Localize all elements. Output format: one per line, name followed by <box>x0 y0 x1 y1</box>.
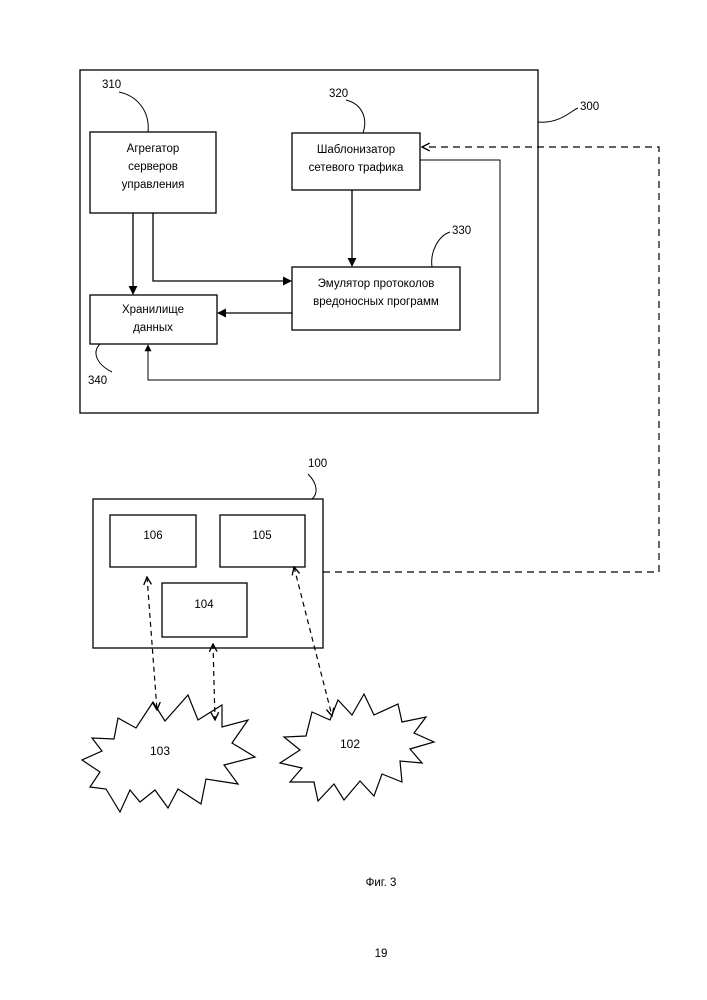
module-104-label: 104 <box>194 599 214 611</box>
device-100-leader <box>308 474 316 499</box>
emulator-line-2: вредоносных программ <box>313 296 439 308</box>
aggregator-ref: 310 <box>102 79 121 91</box>
page-number: 19 <box>375 948 388 960</box>
aggregator-line-3: управления <box>122 179 185 191</box>
dashed-link-104-to-103 <box>213 644 215 720</box>
storage-leader <box>96 344 112 372</box>
arrow-aggregator-to-emulator <box>153 213 291 281</box>
emulator-line-1: Эмулятор протоколов <box>318 278 435 290</box>
system-300-ref: 300 <box>580 101 599 113</box>
storage-line-2: данных <box>133 322 173 334</box>
storage-line-1: Хранилище <box>122 304 184 316</box>
dashed-link-105-to-102 <box>294 567 332 716</box>
aggregator-line-2: серверов <box>128 161 178 173</box>
system-300-frame <box>80 70 538 413</box>
device-100-ref: 100 <box>308 458 327 470</box>
templatizer-line-2: сетевого трафика <box>309 162 404 174</box>
device-100-frame <box>93 499 323 648</box>
templatizer-line-1: Шаблонизатор <box>317 144 395 156</box>
module-106-label: 106 <box>143 530 162 542</box>
arrow-templatizer-to-storage <box>148 160 500 380</box>
network-102-label: 102 <box>340 737 360 751</box>
module-105-label: 105 <box>252 530 271 542</box>
figure-caption: Фиг. 3 <box>366 877 397 889</box>
system-300-leader <box>538 108 578 122</box>
dashed-link-106-to-103 <box>147 577 157 710</box>
emulator-leader <box>432 232 450 267</box>
storage-ref: 340 <box>88 375 107 387</box>
emulator-ref: 330 <box>452 225 471 237</box>
templatizer-leader <box>346 100 365 133</box>
templatizer-ref: 320 <box>329 88 348 100</box>
aggregator-line-1: Агрегатор <box>127 143 180 155</box>
network-103-label: 103 <box>150 744 170 758</box>
dashed-link-device-to-templatizer <box>323 147 659 572</box>
aggregator-leader <box>119 92 148 132</box>
storage-box <box>90 295 217 344</box>
